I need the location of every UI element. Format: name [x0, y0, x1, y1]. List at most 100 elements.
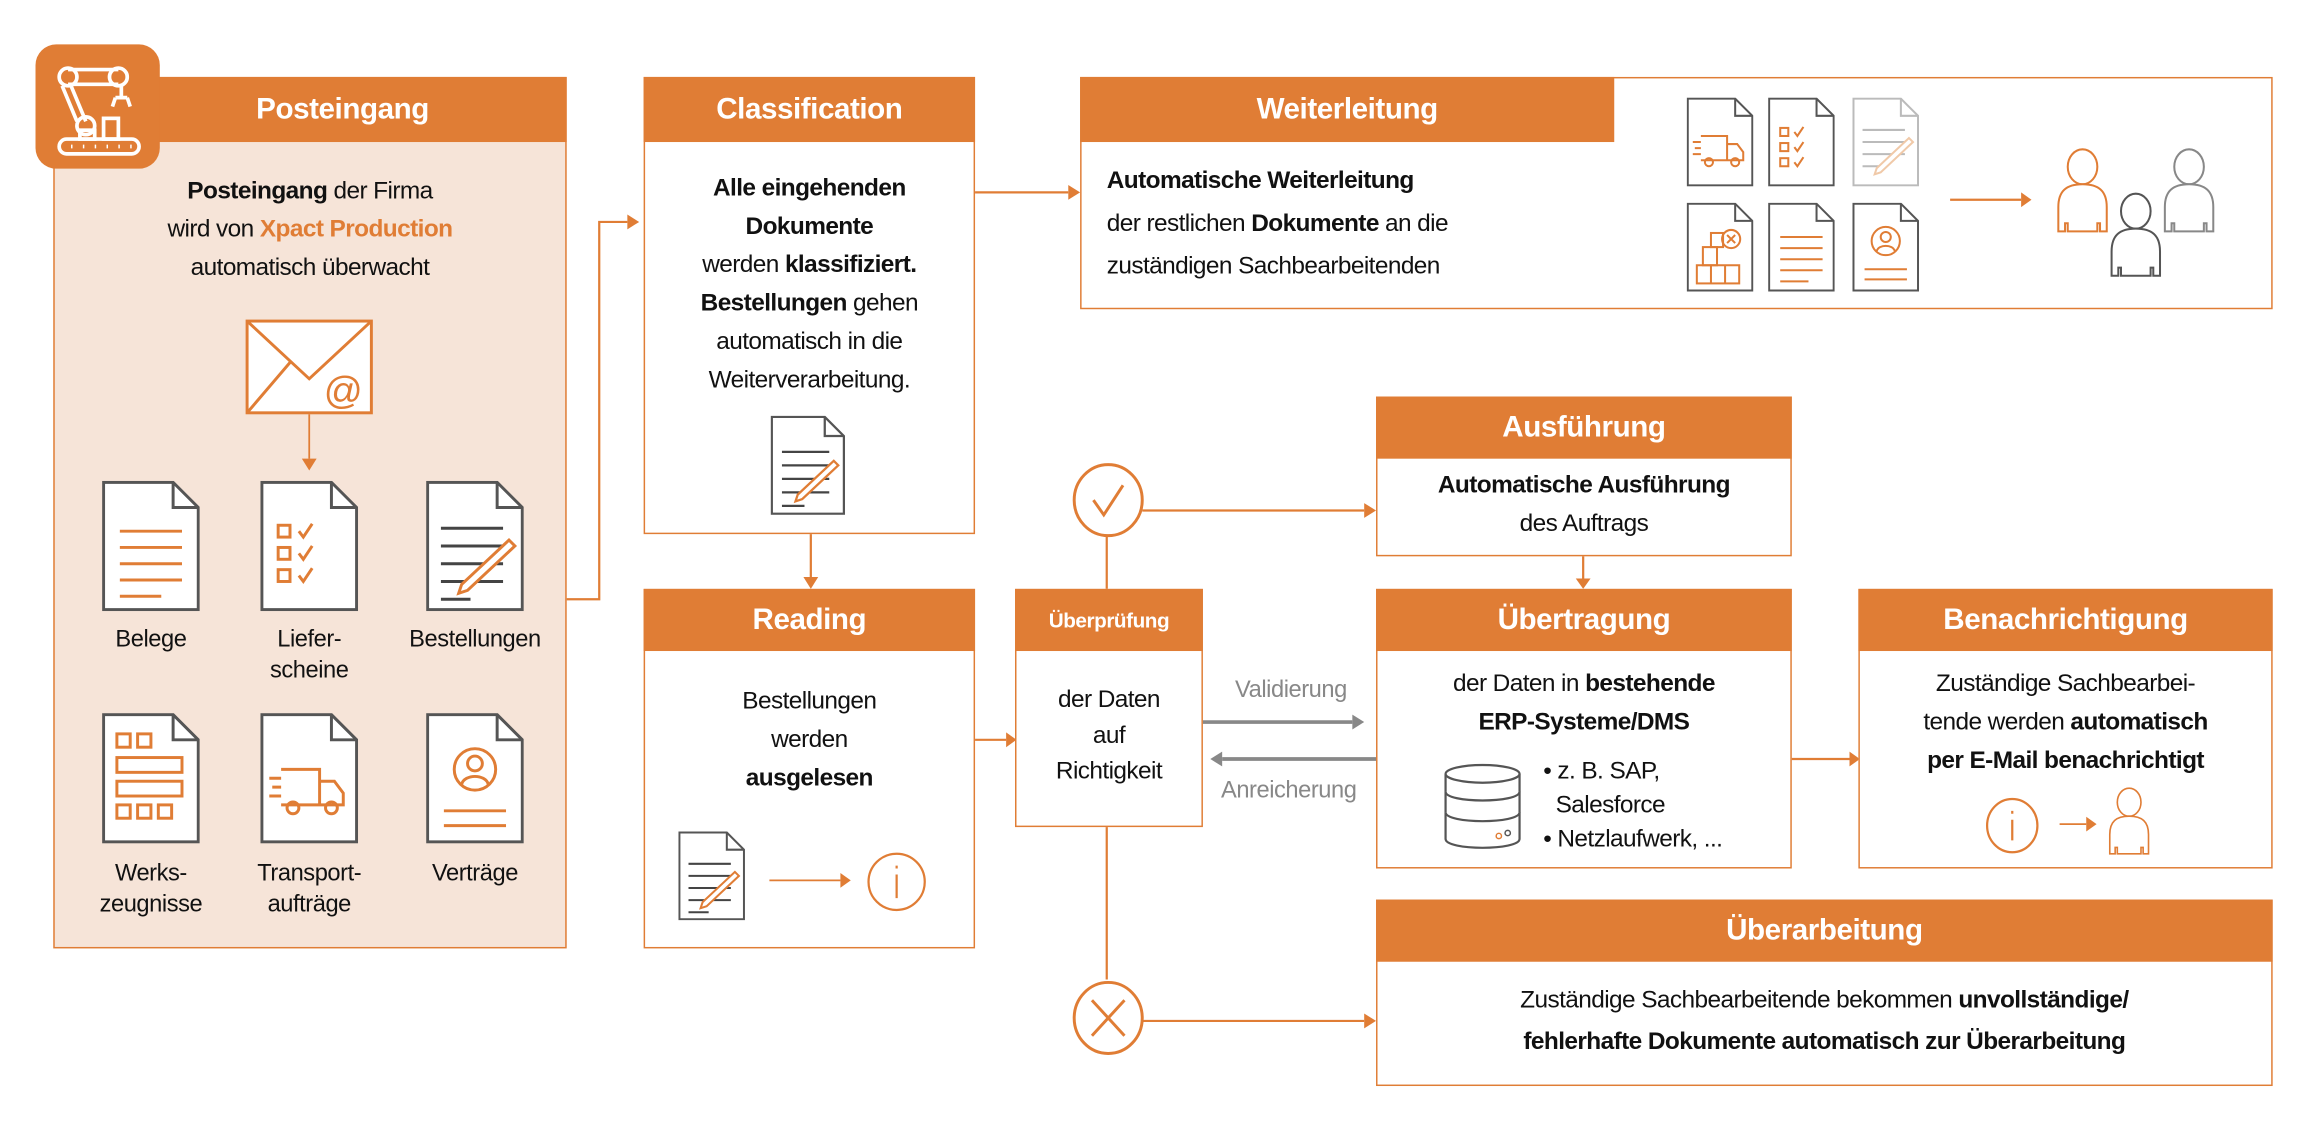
- text-line: der Daten: [1015, 682, 1203, 718]
- robot-arm-conveyor-icon: [35, 44, 160, 169]
- text-segment: Dokumente: [1251, 210, 1379, 237]
- text-segment: Automatische Ausführung: [1437, 471, 1731, 499]
- doc-label-belege: Belege: [115, 627, 187, 653]
- text-line: der restlichen Dokumente an die: [1106, 203, 1449, 246]
- text-segment: Alle eingehenden: [713, 174, 906, 202]
- posteingang-header: Posteingang: [118, 76, 567, 143]
- validierung-label: Validierung: [1235, 677, 1347, 703]
- text-segment: des Auftrags: [1519, 510, 1649, 538]
- document-truck-icon: [1687, 98, 1754, 187]
- text-line: automatisch überwacht: [53, 249, 566, 287]
- ausfuehrung-text: Automatische Ausführung des Auftrags: [1376, 466, 1792, 543]
- text-line: Automatische Weiterleitung: [1107, 160, 1448, 203]
- text-line: Bestellungen gehen: [644, 284, 975, 322]
- text-segment: ausgelesen: [745, 764, 874, 792]
- text-segment: werden: [702, 251, 785, 279]
- arrow-down: [301, 414, 317, 471]
- text-line: werden: [644, 721, 975, 759]
- text-segment: ERP-Systeme/DMS: [1478, 708, 1690, 736]
- text-line: Bestellungen: [644, 682, 975, 720]
- text-line: Zuständige Sachbearbei-: [1858, 664, 2272, 702]
- text-segment: fehlerhafte Dokumente automatisch zur Üb…: [1523, 1028, 2126, 1055]
- text-segment: Zuständige Sachbearbeitende bekommen: [1520, 986, 1959, 1014]
- person-icon: [2104, 192, 2168, 281]
- arrow-right: [2059, 816, 2097, 832]
- text-segment: unvollständige/: [1958, 986, 2129, 1014]
- benachrichtigung-header: Benachrichtigung: [1858, 588, 2273, 652]
- info-icon: [867, 852, 926, 912]
- text-segment: der restlichen: [1106, 210, 1252, 237]
- bullet-item: • Netzlaufwerk, ...: [1543, 825, 1723, 853]
- anreicherung-label: Anreicherung: [1220, 778, 1357, 804]
- text-line: automatisch in die: [644, 323, 975, 361]
- text-segment: Zuständige Sachbearbei-: [1935, 670, 2196, 697]
- text-segment: an die: [1378, 210, 1449, 237]
- text-segment: zuständigen Sachbearbeitenden: [1106, 253, 1441, 280]
- text-line: tende werden automatisch: [1858, 703, 2272, 741]
- ueberarbeitung-text: Zuständige Sachbearbeitende bekommen unv…: [1376, 979, 2273, 1062]
- doc-label-vertraege: Verträge: [431, 861, 518, 887]
- text-line: auf: [1015, 718, 1203, 754]
- doc-label-lieferscheine: Liefer- scheine: [269, 627, 349, 684]
- text-segment: bestehende: [1585, 670, 1715, 697]
- check-circle-icon: [1072, 463, 1144, 538]
- weiterleitung-header: Weiterleitung: [1080, 76, 1615, 143]
- uebertragung-header: Übertragung: [1376, 588, 1792, 652]
- text-line: Posteingang der Firma: [53, 172, 566, 210]
- text-segment: automatisch überwacht: [190, 254, 430, 282]
- text-line: des Auftrags: [1376, 505, 1792, 543]
- weiterleitung-text: Automatische Weiterleitung der restlichen…: [1106, 160, 1449, 289]
- uebertragung-bullets: • z. B. SAP, Salesforce• Netzlaufwerk, .…: [1543, 755, 1723, 857]
- text-segment: Automatische Weiterleitung: [1106, 167, 1415, 194]
- database-icon: [1444, 763, 1521, 849]
- text-segment: gehen: [846, 290, 919, 317]
- cross-circle-icon: [1072, 980, 1144, 1055]
- text-segment: klassifiziert.: [784, 251, 917, 279]
- text-segment: auf: [1092, 722, 1126, 749]
- reading-header: Reading: [643, 588, 976, 652]
- bullet-item: • z. B. SAP,: [1543, 757, 1660, 785]
- svg-text:@: @: [324, 370, 363, 413]
- document-boxes-icon: [1687, 203, 1754, 292]
- text-segment: Dokumente: [745, 213, 874, 240]
- info-icon: [1985, 797, 2039, 854]
- text-line: Alle eingehenden: [644, 169, 975, 207]
- text-segment: wird von: [167, 216, 260, 243]
- text-segment: Bestellungen: [700, 290, 848, 317]
- text-line: werden klassifiziert.: [644, 246, 975, 284]
- text-line: Richtigkeit: [1015, 753, 1203, 789]
- text-segment: der Daten in: [1452, 670, 1586, 697]
- text-segment: Richtigkeit: [1055, 757, 1163, 785]
- text-line: wird von Xpact Production: [53, 210, 566, 248]
- text-segment: Weiterverarbeitung.: [708, 366, 911, 394]
- text-segment: der Firma: [327, 177, 433, 205]
- document-pencil-icon: [678, 832, 746, 921]
- arrow-right: [1950, 192, 2032, 208]
- doc-label-werkszeugnisse: Werks- zeugnisse: [99, 861, 203, 918]
- text-segment: Xpact Production: [259, 216, 453, 243]
- text-line: Dokumente: [644, 207, 975, 245]
- text-line: Zuständige Sachbearbeitende bekommen unv…: [1376, 979, 2273, 1020]
- text-line: Automatische Ausführung: [1376, 466, 1792, 504]
- document-lines-icon: [1768, 203, 1835, 292]
- text-line: ERP-Systeme/DMS: [1376, 703, 1792, 741]
- text-segment: automatisch: [2070, 708, 2208, 736]
- doc-label-transportauftraege: Transport- aufträge: [257, 861, 362, 918]
- reading-text: Bestellungen werden ausgelesen: [644, 682, 975, 797]
- envelope-at-icon: @: [245, 319, 373, 415]
- ueberarbeitung-header: Überarbeitung: [1376, 899, 2273, 962]
- text-segment: Bestellungen: [742, 688, 877, 715]
- doc-label-bestellungen: Bestellungen: [409, 627, 541, 653]
- text-segment: werden: [771, 726, 848, 754]
- text-segment: per E-Mail benachrichtigt: [1927, 747, 2204, 774]
- text-line: fehlerhafte Dokumente automatisch zur Üb…: [1376, 1021, 2273, 1062]
- ueberpruefung-header: Überprüfung: [1015, 588, 1203, 652]
- document-person-icon: [1852, 203, 1919, 292]
- text-line: zuständigen Sachbearbeitenden: [1107, 246, 1448, 289]
